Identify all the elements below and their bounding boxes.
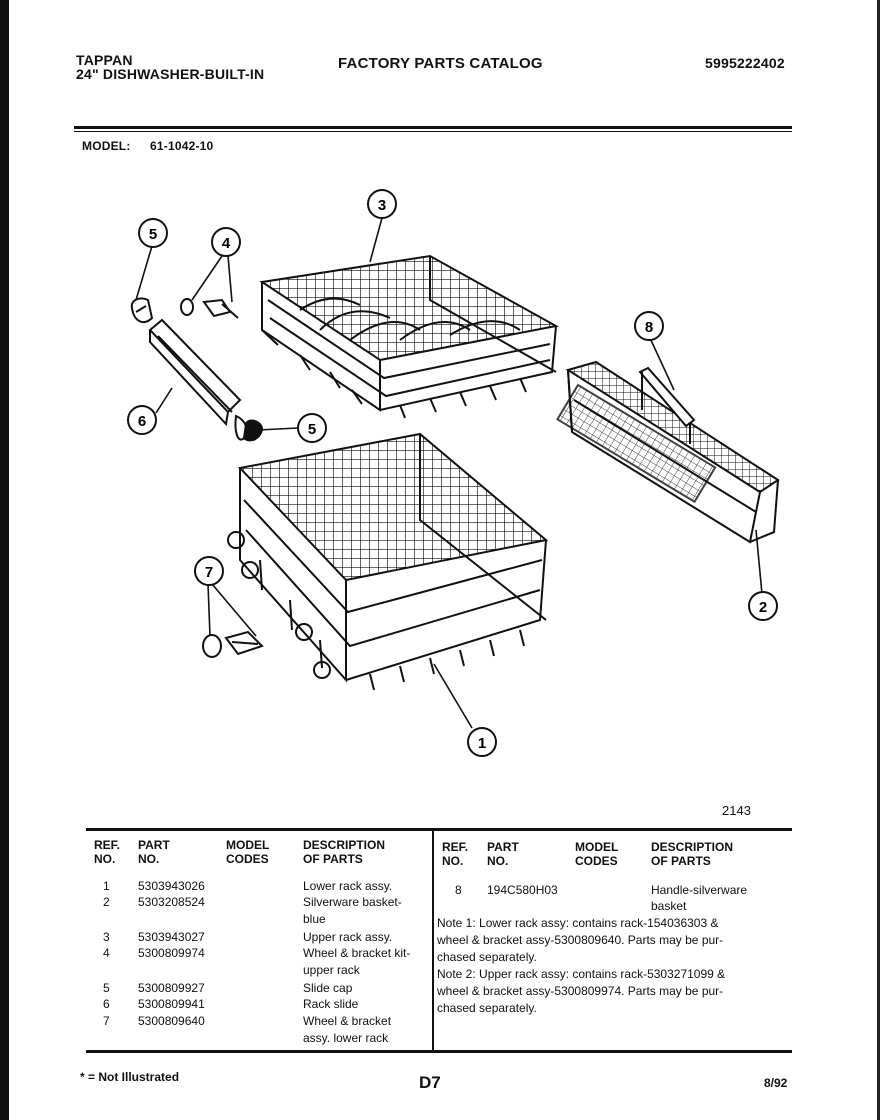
scan-left-border — [0, 0, 9, 1120]
callout-3: 3 — [367, 189, 397, 219]
header-rule-thick — [74, 126, 792, 129]
note-2-line-2: wheel & bracket assy-5300809974. Parts m… — [437, 984, 724, 998]
row-6-desc: Rack slide — [303, 997, 359, 1011]
callout-5-lower: 5 — [297, 413, 327, 443]
table-top-rule — [86, 828, 792, 831]
svg-text:3: 3 — [378, 197, 386, 214]
row-1-desc: Lower rack assy. — [303, 879, 393, 893]
table-column-divider — [432, 831, 434, 1050]
lower-wheel-bracket-drawing — [202, 630, 264, 658]
model-number: 61-1042-10 — [150, 139, 214, 153]
svg-text:2: 2 — [759, 599, 767, 616]
header-rule-thin — [74, 131, 792, 132]
scan-right-border — [877, 0, 880, 1120]
svg-text:7: 7 — [205, 564, 213, 581]
callout-4: 4 — [211, 227, 241, 257]
svg-text:6: 6 — [138, 413, 146, 430]
catalog-title: FACTORY PARTS CATALOG — [338, 55, 543, 72]
row-2-desc: Silverware basket- — [303, 895, 402, 909]
rack-slide-drawing — [148, 318, 258, 441]
revision-date: 8/92 — [764, 1076, 788, 1090]
silverware-basket-drawing — [556, 360, 780, 544]
svg-text:8: 8 — [645, 319, 653, 336]
row-1-part: 5303943026 — [138, 879, 205, 893]
row-5-desc: Slide cap — [303, 981, 353, 995]
row-4-part: 5300809974 — [138, 946, 205, 960]
leader-lines — [135, 217, 763, 729]
row-3-desc: Upper rack assy. — [303, 930, 393, 944]
callout-6: 6 — [127, 405, 157, 435]
row-2-desc-cont: blue — [303, 912, 326, 926]
catalog-number: 5995222402 — [705, 55, 785, 71]
row-7-desc-cont: assy. lower rack — [303, 1031, 389, 1045]
svg-text:5: 5 — [308, 421, 316, 438]
row-2-ref: 2 — [103, 895, 110, 909]
row-5-ref: 5 — [103, 981, 110, 995]
note-2-line-1: Note 2: Upper rack assy: contains rack-5… — [437, 967, 726, 981]
note-2-line-3: chased separately. — [437, 1001, 537, 1015]
row-8-part: 194C580H03 — [487, 883, 558, 897]
upper-wheel-bracket-drawing — [180, 298, 239, 319]
callout-5-upper: 5 — [138, 218, 168, 248]
row-3-ref: 3 — [103, 930, 110, 944]
callout-7: 7 — [194, 556, 224, 586]
figure-number: 2143 — [722, 803, 751, 818]
product-name: 24" DISHWASHER-BUILT-IN — [76, 66, 265, 82]
row-3-part: 5303943027 — [138, 930, 205, 944]
row-4-ref: 4 — [103, 946, 110, 960]
row-4-desc-cont: upper rack — [303, 963, 360, 977]
row-8-ref: 8 — [455, 883, 462, 897]
row-5-part: 5300809927 — [138, 981, 205, 995]
row-2-part: 5303208524 — [138, 895, 205, 909]
svg-text:1: 1 — [478, 735, 486, 752]
row-6-ref: 6 — [103, 997, 110, 1011]
row-7-desc: Wheel & bracket — [303, 1014, 392, 1028]
row-6-part: 5300809941 — [138, 997, 205, 1011]
header-ref: REF.NO. — [94, 838, 121, 866]
row-7-ref: 7 — [103, 1014, 110, 1028]
row-4-desc: Wheel & bracket kit- — [303, 946, 411, 960]
note-1-line-3: chased separately. — [437, 950, 537, 964]
upper-rack-drawing — [259, 254, 559, 419]
slide-cap-drawing — [130, 297, 264, 442]
callout-1: 1 — [467, 727, 497, 757]
header-ref-right: REF.NO. — [442, 840, 469, 868]
row-1-ref: 1 — [103, 879, 110, 893]
svg-text:4: 4 — [222, 235, 231, 252]
note-1-line-2: wheel & bracket assy-5300809640. Parts m… — [437, 933, 724, 947]
callout-8: 8 — [634, 311, 664, 341]
callout-2: 2 — [748, 591, 778, 621]
table-bottom-rule — [86, 1050, 792, 1053]
page-code: D7 — [419, 1073, 441, 1092]
svg-text:5: 5 — [149, 226, 157, 243]
row-7-part: 5300809640 — [138, 1014, 205, 1028]
row-8-desc: Handle-silverware — [651, 883, 748, 897]
not-illustrated-legend: * = Not Illustrated — [80, 1070, 180, 1084]
note-1-line-1: Note 1: Lower rack assy: contains rack-1… — [437, 916, 719, 930]
brand-name: TAPPAN — [76, 52, 133, 68]
exploded-parts-diagram: 3 5 4 8 6 5 7 2 — [127, 189, 780, 757]
row-8-desc-cont: basket — [651, 899, 687, 913]
model-label: MODEL: — [82, 139, 131, 153]
lower-rack-drawing — [227, 432, 549, 691]
